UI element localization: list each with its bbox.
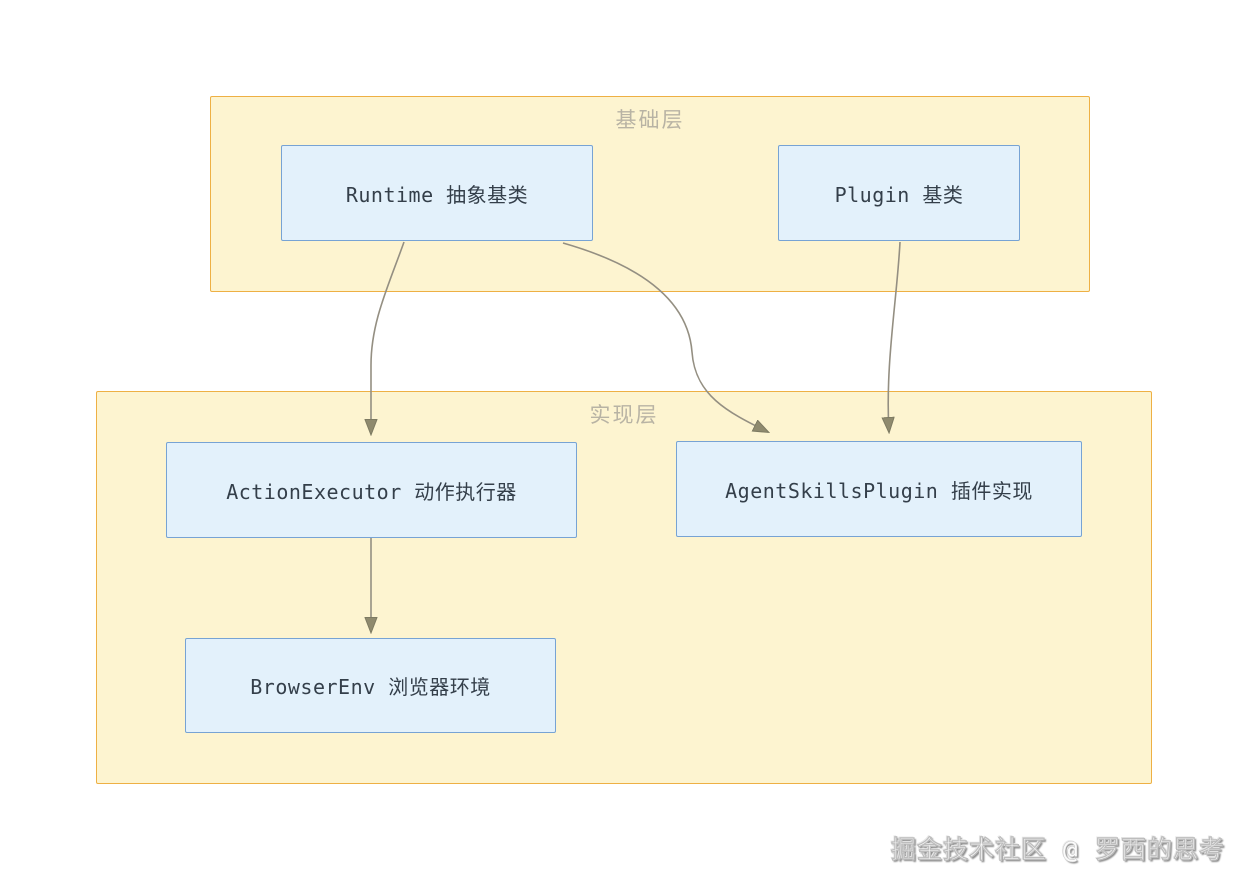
node-agent-skills-plugin: AgentSkillsPlugin 插件实现 [676, 441, 1082, 537]
watermark-text: 掘金技术社区 @ 罗西的思考 [890, 835, 1225, 864]
group-foundation-layer-label: 基础层 [615, 108, 685, 132]
node-runtime-base-label: Runtime 抽象基类 [345, 182, 529, 207]
node-plugin-base: Plugin 基类 [778, 145, 1020, 241]
node-action-executor: ActionExecutor 动作执行器 [166, 442, 577, 538]
node-browser-env-label: BrowserEnv 浏览器环境 [250, 675, 491, 699]
node-browser-env: BrowserEnv 浏览器环境 [185, 638, 556, 733]
node-agent-skills-plugin-label: AgentSkillsPlugin 插件实现 [725, 478, 1033, 503]
group-implementation-layer-label: 实现层 [589, 403, 659, 427]
node-action-executor-label: ActionExecutor 动作执行器 [226, 479, 517, 504]
node-runtime-base: Runtime 抽象基类 [281, 145, 593, 241]
node-plugin-base-label: Plugin 基类 [834, 182, 964, 207]
